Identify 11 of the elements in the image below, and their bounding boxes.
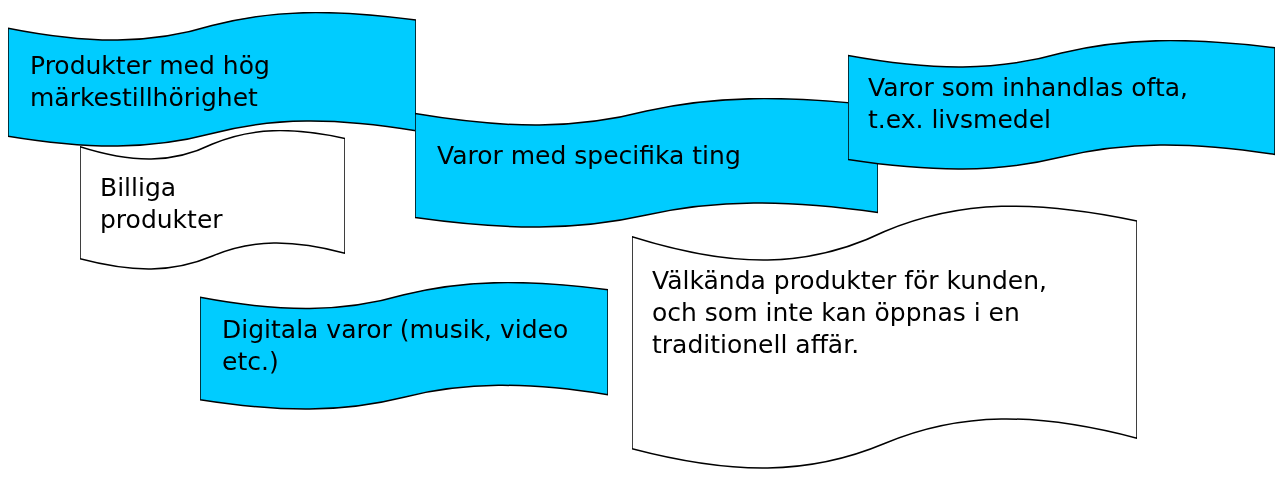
banner-text: Varor med specifika ting — [437, 140, 742, 172]
wavy-banner — [80, 130, 345, 270]
banner-text: Varor som inhandlas ofta, t.ex. livsmedel — [868, 72, 1189, 136]
wavy-banner — [848, 40, 1275, 170]
banner-text: Digitala varor (musik, video etc.) — [222, 314, 570, 378]
banner-text: Välkända produkter för kunden, och som inte kan öppnas i en traditionell affär. — [652, 265, 1049, 361]
banner-text: Produkter med hög märkestillhörighet — [30, 50, 271, 114]
wavy-banner — [632, 205, 1137, 470]
wavy-banner — [200, 282, 608, 410]
wavy-banner — [8, 12, 416, 147]
banner-text: Billiga produkter — [100, 172, 224, 236]
